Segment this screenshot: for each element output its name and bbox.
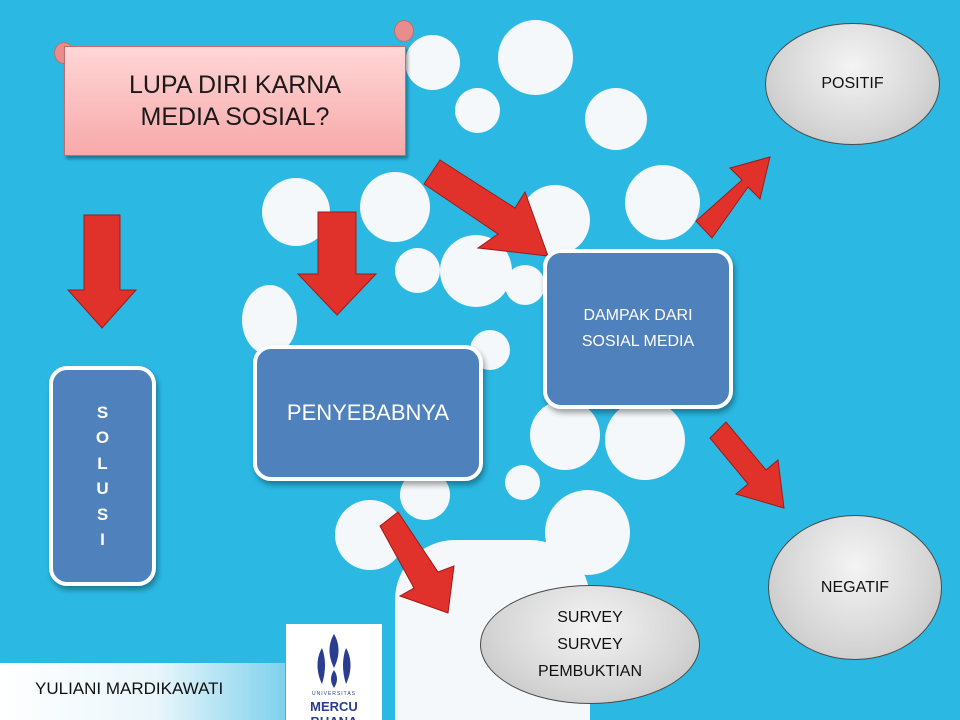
positif-ellipse: POSITIF — [765, 23, 940, 145]
penyebab-box: PENYEBABNYA — [253, 345, 483, 481]
author-bar — [0, 663, 285, 720]
shopping-cart-icon — [405, 35, 460, 90]
arrow-to-negatif — [709, 421, 785, 509]
chat-icon — [505, 265, 545, 305]
negatif-label: NEGATIF — [820, 578, 890, 596]
mercu-buana-emblem-icon — [317, 634, 351, 688]
survey-label: SURVEY SURVEY PEMBUKTIAN — [537, 609, 642, 680]
dampak-label: DAMPAK DARI SOSIAL MEDIA — [581, 307, 695, 350]
solusi-letter: U — [96, 479, 109, 498]
music-icon — [242, 285, 297, 355]
author-name: YULIANI MARDIKAWATI — [35, 679, 224, 698]
positif-label: POSITIF — [821, 75, 884, 92]
solusi-vertical-text: S O L U S I — [96, 400, 109, 553]
wifi-icon — [360, 172, 430, 242]
negatif-ellipse: NEGATIF — [768, 515, 942, 660]
paperclip-icon — [505, 465, 540, 500]
scroll-curl-right — [394, 20, 414, 42]
slide-title: LUPA DIRI KARNA MEDIA SOSIAL? — [64, 46, 406, 156]
www-icon — [455, 88, 500, 133]
solusi-box: S O L U S I — [49, 366, 156, 586]
logo-name-text: MERCU BUANA — [310, 699, 358, 720]
survey-ellipse: SURVEY SURVEY PEMBUKTIAN — [480, 585, 700, 704]
solusi-letter: O — [95, 428, 110, 447]
arrow-to-positif — [695, 156, 771, 239]
arrow-down-solusi — [66, 214, 138, 329]
coffee-icon — [530, 400, 600, 470]
penyebab-label: PENYEBABNYA — [286, 400, 450, 425]
university-logo: UNIVERSITAS MERCU BUANA — [286, 624, 382, 720]
dampak-box: DAMPAK DARI SOSIAL MEDIA — [543, 249, 733, 409]
arrow-to-dampak — [423, 159, 549, 257]
solusi-letter: I — [100, 530, 105, 549]
smiley-icon — [498, 20, 573, 95]
solusi-letter: L — [97, 453, 108, 473]
notebook-icon — [605, 400, 685, 480]
logo-university-text: UNIVERSITAS — [312, 691, 356, 697]
home-icon — [625, 165, 700, 240]
arrow-to-survey — [379, 511, 455, 614]
headphones-icon — [585, 88, 647, 150]
solusi-letter: S — [96, 504, 109, 524]
solusi-letter: S — [96, 402, 109, 422]
laptop-icon — [395, 248, 440, 293]
arrow-down-penyebab — [296, 211, 378, 316]
title-scroll-banner: LUPA DIRI KARNA MEDIA SOSIAL? — [50, 20, 414, 164]
